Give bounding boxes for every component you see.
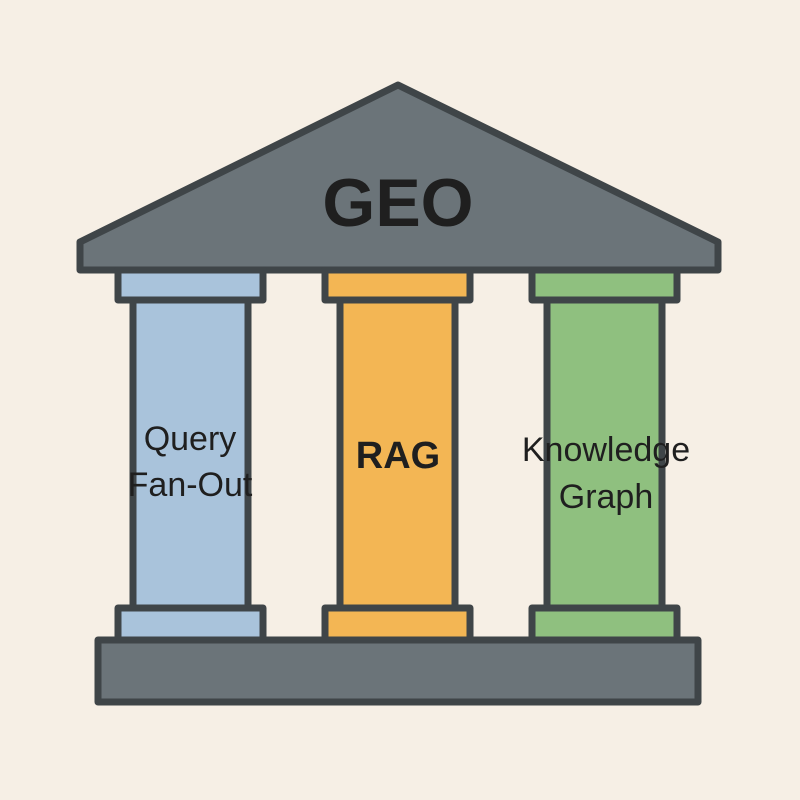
pillar-capital <box>321 266 474 304</box>
pillar-label-line-2: Fan-Out <box>128 466 253 504</box>
pillar-shaft <box>543 296 666 612</box>
pillar-base <box>321 604 474 644</box>
pillar-query-fan-out: Query Fan-Out <box>114 266 267 644</box>
diagram-title: GEO <box>322 165 473 241</box>
pillar-label-line-1: RAG <box>356 435 440 477</box>
pillar-capital <box>114 266 267 304</box>
pillar-base <box>114 604 267 644</box>
pillar-knowledge-graph: Knowledge Graph <box>522 266 690 644</box>
pillar-label-line-1: Query <box>144 420 237 458</box>
temple-foundation <box>94 636 702 706</box>
pillar-label-line-1: Knowledge <box>522 431 690 469</box>
pillar-shaft <box>129 296 252 612</box>
pillar-base <box>528 604 681 644</box>
pillar-capital <box>528 266 681 304</box>
pillar-rag: RAG <box>321 266 474 644</box>
pillar-label-line-2: Graph <box>559 478 654 516</box>
